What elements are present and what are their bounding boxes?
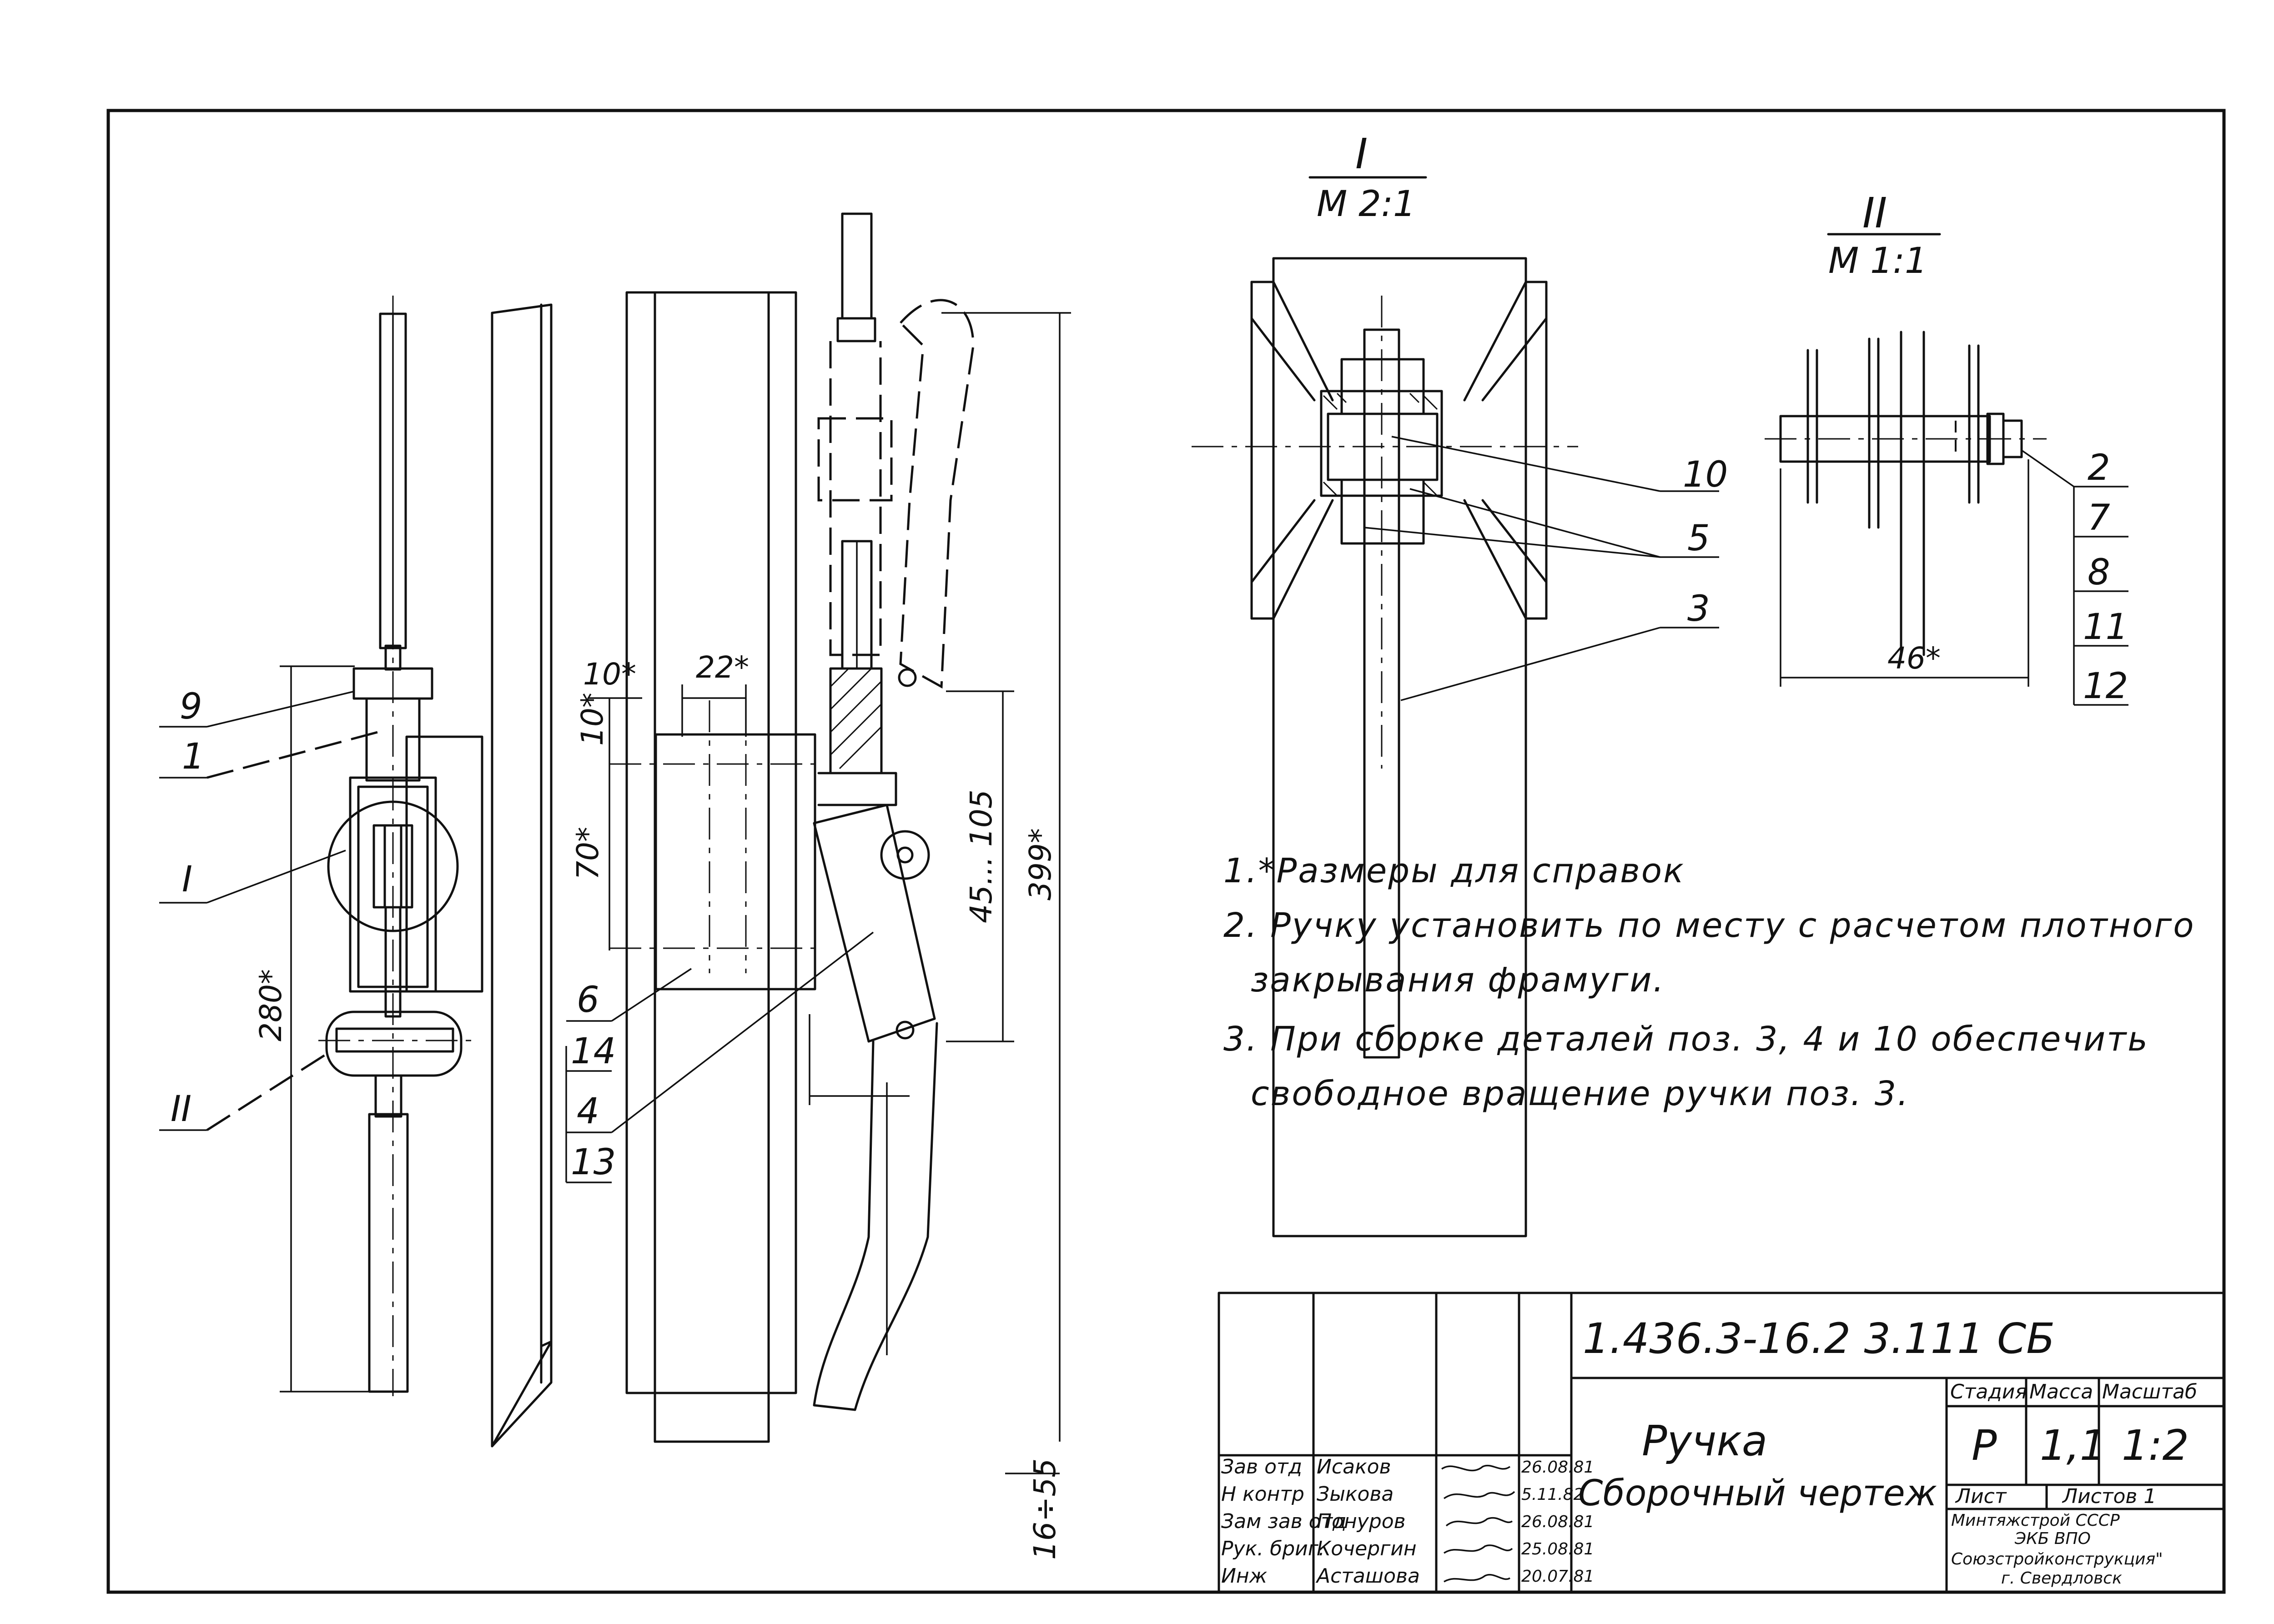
callout-8: 8 [2088,552,2110,593]
dim-45-105: 45... 105 [964,789,999,923]
name-3: Понуров [1317,1510,1406,1533]
dim-10-vertical: 10* [575,693,610,746]
detail-one-view: I М 2:1 10 5 3 [1192,130,1728,1237]
callout-14: 14 [571,1031,616,1072]
leader-lines [159,690,874,1183]
drawing-subtitle: Сборочный чертеж [1578,1473,1937,1514]
note-2-line-2: закрывания фрамуги. [1251,960,1665,1000]
callout-5: 5 [1687,518,1710,559]
callout-7: 7 [2088,498,2110,538]
note-3-line-1: 3. При сборке деталей поз. 3, 4 и 10 обе… [1223,1020,2149,1059]
detail-one-scale: М 2:1 [1317,184,1416,225]
callout-13: 13 [571,1142,616,1183]
date-5: 20.07.81 [1521,1567,1594,1586]
detail-two-scale: М 1:1 [1828,241,1927,282]
callout-detail-two: II [171,1089,191,1130]
org-line-4: г. Свердловск [2001,1569,2122,1588]
callout-detail-one: I [182,859,192,900]
back-plate [405,735,483,993]
drawing-title: Ручка [1642,1417,1767,1465]
stage-value: Р [1972,1421,1997,1470]
callout-6: 6 [577,980,599,1021]
role-4: Рук. бриг. [1221,1537,1325,1560]
main-view: 9 1 I II 6 14 4 13 280* 10* 10* 22* 70* … [159,212,1071,1560]
callout-2: 2 [2088,447,2110,488]
name-4: Кочергин [1317,1537,1417,1560]
mass-header: Масса [2029,1380,2093,1403]
date-1: 26.08.81 [1521,1458,1594,1477]
callout-12: 12 [2083,666,2128,707]
detail-two-label: II [1862,189,1887,237]
dim-10-horizontal: 10* [583,657,636,692]
note-3-line-2: свободное вращение ручки поз. 3. [1251,1074,1910,1113]
role-2: Н контр [1221,1483,1304,1506]
dim-16-55: 16÷55 [1027,1458,1062,1560]
detail-one-label: I [1355,130,1368,178]
dimension-lines [280,312,1071,1474]
dim-399: 399* [1023,828,1058,900]
date-3: 26.08.81 [1521,1513,1594,1531]
mass-value: 1,1 [2040,1421,2106,1470]
role-5: Инж [1221,1564,1268,1588]
role-3: Зам зав отд [1221,1510,1347,1533]
callout-3: 3 [1687,588,1710,629]
handle-lever [813,804,938,1411]
mounting-plate [609,698,819,990]
date-4: 25.08.81 [1521,1540,1594,1559]
scale-value: 1:2 [2122,1421,2189,1470]
name-2: Зыкова [1317,1483,1394,1506]
org-line-2: ЭКБ ВПО [2014,1529,2091,1548]
callout-4: 4 [577,1091,599,1132]
note-1: 1.*Размеры для справок [1223,851,1685,890]
frame-profile-one [491,303,553,1448]
dim-22: 22* [696,650,749,685]
sheets-label: Листов 1 [2062,1485,2156,1508]
bracket [349,776,437,993]
upper-link [817,212,975,806]
date-2: 5.11.82 [1521,1485,1584,1504]
dim-70: 70* [570,827,605,880]
detail-two-view: II М 1:1 46* 2 7 8 11 12 [1765,189,2128,707]
org-line-1: Минтяжстрой СССР [1951,1511,2120,1530]
detail-two-marker-circle [325,1011,463,1077]
callout-9: 9 [180,686,202,727]
rod-assembly [318,296,483,1396]
drawing-code: 1.436.3-16.2 3.111 СБ [1583,1314,2055,1363]
sheet-label: Лист [1955,1485,2007,1508]
name-1: Исаков [1317,1455,1391,1478]
callout-11: 11 [2083,607,2128,648]
notes: 1.*Размеры для справок 2. Ручку установи… [1223,851,2195,1113]
signatures [1441,1464,1515,1583]
name-5: Асташова [1315,1564,1420,1588]
note-2-line-1: 2. Ручку установить по месту с расчетом … [1223,906,2195,945]
title-block: 1.436.3-16.2 3.111 СБ Ручка Сборочный че… [1217,1292,2225,1594]
frame-profile-two [625,291,797,1443]
dim-280: 280* [253,969,288,1041]
org-line-3: Союзстройконструкция" [1951,1550,2163,1569]
stage-header: Стадия [1950,1380,2027,1403]
scale-header: Масштаб [2102,1380,2197,1403]
dim-46: 46* [1887,641,1941,676]
callout-1: 1 [182,736,205,777]
role-1: Зав отд [1221,1455,1302,1478]
callout-10: 10 [1683,454,1728,495]
sheet-border [106,109,2226,1594]
